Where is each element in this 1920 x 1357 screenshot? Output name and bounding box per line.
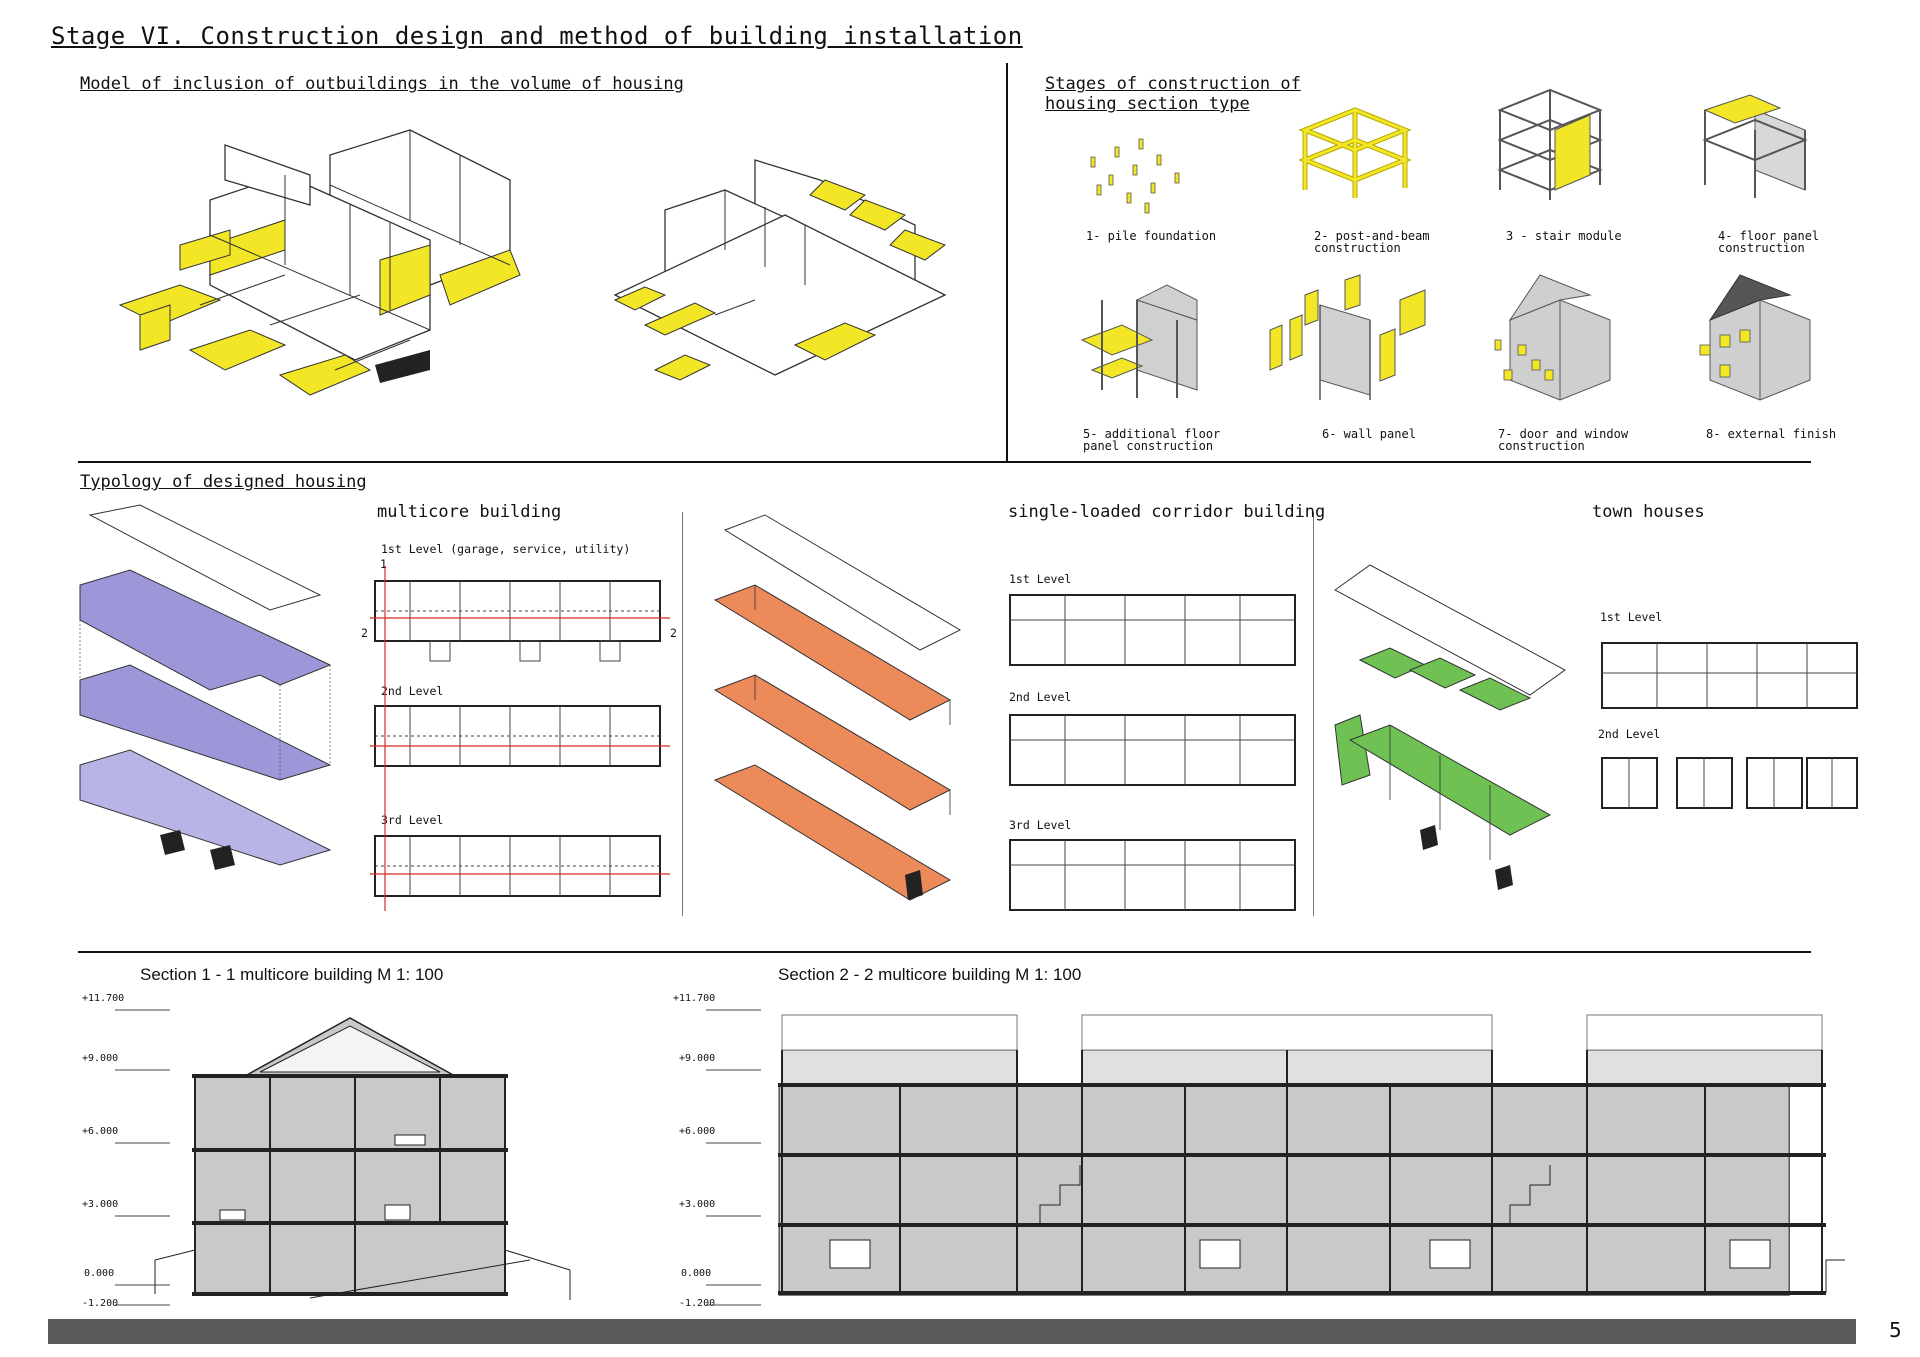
elev-left-3000: +3.000 — [82, 1199, 119, 1210]
multicore-level3-label: 3rd Level — [381, 813, 444, 827]
stage-5-additional-floor-panel — [1080, 284, 1198, 398]
townhouses-level1-label: 1st Level — [1600, 610, 1663, 624]
elev-right-3000: +3.000 — [679, 1199, 716, 1210]
stage-5-label: 5- additional floor panel construction — [1083, 427, 1221, 453]
elev-right-9000: +9.000 — [679, 1053, 716, 1064]
stages-heading-line1: Stages of construction of — [1045, 74, 1301, 94]
stage-3-stair-module — [1497, 88, 1603, 200]
elev-left-0000: 0.000 — [84, 1268, 115, 1279]
ground-strip — [48, 1319, 1856, 1344]
stage-4-floor-panel — [1702, 94, 1808, 198]
outbuildings-axonometric-right — [613, 159, 947, 381]
multicore-axis-label-vertical: 1 — [380, 557, 387, 571]
section-1-title: Section 1 - 1 multicore building M 1: 10… — [140, 965, 444, 984]
elev-left-6000: +6.000 — [82, 1126, 119, 1137]
townhouses-title: town houses — [1592, 502, 1705, 522]
stages-heading-line2: housing section type — [1045, 94, 1250, 114]
townhouses-exploded-axonometric — [1334, 564, 1566, 890]
elevation-ticks-right — [706, 1009, 761, 1306]
multicore-level1-label: 1st Level (garage, service, utility) — [381, 542, 631, 556]
stage-2-label: 2- post-and-beam construction — [1314, 229, 1430, 255]
divider-top — [78, 461, 1811, 463]
stage-2-post-and-beam — [1298, 107, 1412, 198]
typology-divider-2 — [1313, 512, 1314, 916]
stage-1-pile-foundation — [1090, 138, 1180, 214]
divider-middle — [78, 951, 1811, 953]
section-2-drawing — [778, 1014, 1845, 1296]
elev-right-minus1200: -1.200 — [679, 1298, 716, 1309]
outbuildings-axonometric-left — [118, 129, 521, 396]
top-vertical-divider — [1006, 63, 1008, 461]
elevation-ticks-left — [115, 1009, 170, 1306]
multicore-exploded-axonometric — [79, 504, 332, 870]
elev-left-11700: +11.700 — [82, 993, 125, 1004]
corridor-title: single-loaded corridor building — [1008, 502, 1326, 522]
elev-left-9000: +9.000 — [82, 1053, 119, 1064]
elev-right-0000: 0.000 — [681, 1268, 712, 1279]
elev-right-6000: +6.000 — [679, 1126, 716, 1137]
multicore-axis-label-left: 2 — [361, 626, 368, 640]
page-number: 5 — [1889, 1318, 1902, 1342]
corridor-level2-label: 2nd Level — [1009, 690, 1072, 704]
typology-heading: Typology of designed housing — [80, 472, 367, 492]
elev-left-minus1200: -1.200 — [82, 1298, 119, 1309]
section-1-drawing — [154, 1017, 571, 1300]
corridor-level1-label: 1st Level — [1009, 572, 1072, 586]
corridor-exploded-axonometric — [713, 514, 962, 901]
multicore-axis-label-right: 2 — [670, 626, 677, 640]
page-title: Stage VI. Construction design and method… — [51, 22, 1023, 50]
stage-4-label: 4- floor panel construction — [1718, 229, 1820, 255]
townhouses-floor-plans — [1601, 642, 1858, 809]
outbuildings-heading: Model of inclusion of outbuildings in th… — [80, 74, 684, 94]
corridor-floor-plans — [1009, 594, 1296, 911]
section-2-title: Section 2 - 2 multicore building M 1: 10… — [778, 965, 1082, 984]
multicore-level2-label: 2nd Level — [381, 684, 444, 698]
townhouses-level2-label: 2nd Level — [1598, 727, 1661, 741]
corridor-level3-label: 3rd Level — [1009, 818, 1072, 832]
typology-divider-1 — [682, 512, 683, 916]
stage-6-wall-panel — [1269, 274, 1426, 400]
stage-6-label: 6- wall panel — [1322, 427, 1416, 441]
stage-8-label: 8- external finish — [1706, 427, 1837, 441]
stage-7-label: 7- door and window construction — [1498, 427, 1629, 453]
multicore-floor-plans — [370, 566, 670, 911]
stage-1-label: 1- pile foundation — [1086, 229, 1217, 243]
stage-3-label: 3 - stair module — [1506, 229, 1622, 243]
elev-right-11700: +11.700 — [673, 993, 716, 1004]
stage-7-door-window — [1494, 274, 1611, 401]
stage-8-external-finish — [1699, 274, 1811, 401]
multicore-title: multicore building — [377, 502, 562, 522]
